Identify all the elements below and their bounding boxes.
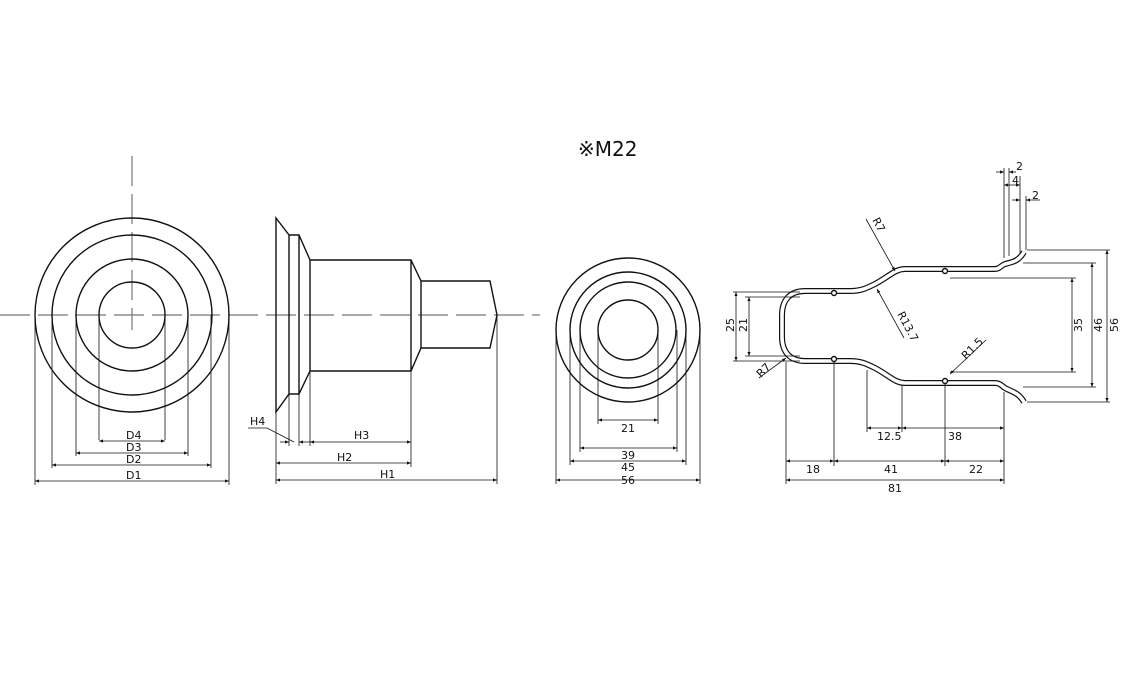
dim-56: 56	[1108, 318, 1121, 332]
dim-56: 56	[621, 474, 635, 487]
dim-41: 41	[884, 463, 898, 476]
dim-d4: D4	[126, 429, 141, 442]
dim-45: 45	[621, 461, 635, 474]
cup-view: 21 39 45 56	[555, 257, 701, 487]
radius-r7-bottom: R7	[754, 361, 774, 381]
dim-h2: H2	[337, 451, 352, 464]
front-view: D4 D3 D2 D1	[0, 156, 540, 485]
dim-38: 38	[948, 430, 962, 443]
dim-18: 18	[806, 463, 820, 476]
drawing-title: ※M22	[578, 137, 637, 161]
dim-22: 22	[969, 463, 983, 476]
radius-r1-5: R1.5	[959, 335, 986, 362]
dim-h4: H4	[250, 415, 265, 428]
dim-35: 35	[1072, 318, 1085, 332]
dim-21: 21	[621, 422, 635, 435]
dim-d2: D2	[126, 453, 141, 466]
dim-top-2b: 2	[1032, 189, 1039, 202]
dim-12-5: 12.5	[877, 430, 902, 443]
dim-25: 25	[724, 318, 737, 332]
dim-d3: D3	[126, 441, 141, 454]
dim-h3: H3	[354, 429, 369, 442]
side-view: H4 H3 H2 H1	[248, 215, 498, 484]
dim-top-2a: 2	[1016, 160, 1023, 173]
dim-top-4: 4	[1012, 174, 1019, 187]
radius-r7-top: R7	[869, 215, 887, 234]
radius-r13-7: R13.7	[894, 309, 921, 343]
dim-39: 39	[621, 449, 635, 462]
dim-21: 21	[737, 318, 750, 332]
section-view: 2 4 2 R7 R13.7 R1.5 R7 25 21 35 46 56 12…	[724, 160, 1121, 495]
dim-46: 46	[1092, 318, 1105, 332]
dim-h1: H1	[380, 468, 395, 481]
dim-d1: D1	[126, 469, 141, 482]
dim-81: 81	[888, 482, 902, 495]
